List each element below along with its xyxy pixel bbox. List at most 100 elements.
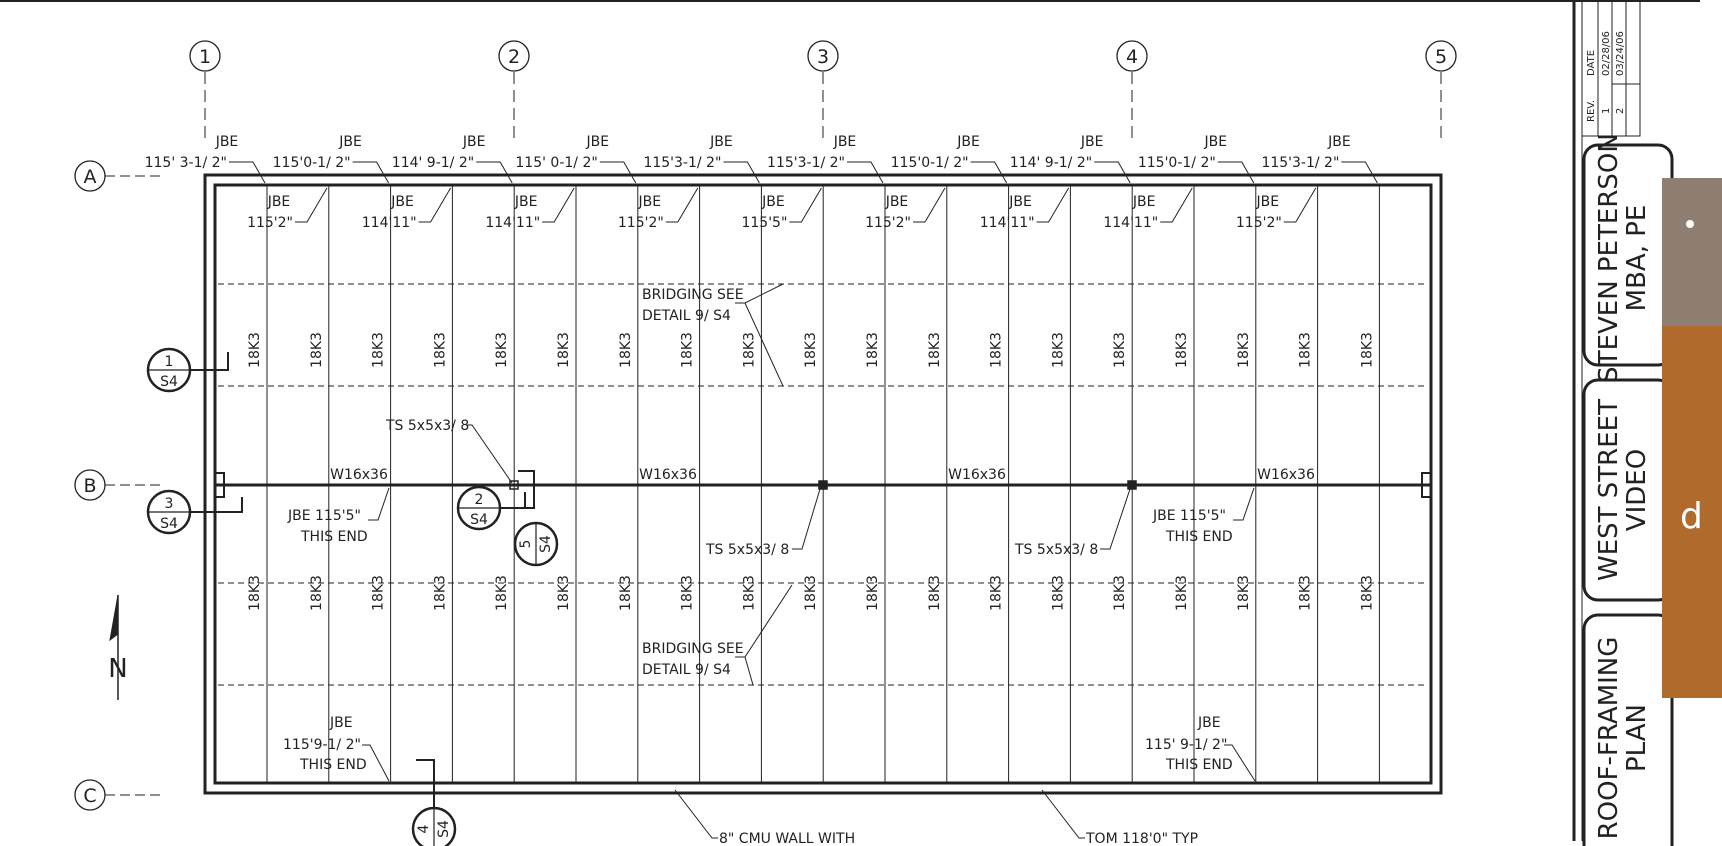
project-name-line2: VIDEO <box>1622 449 1652 531</box>
leader-line <box>229 161 266 184</box>
bottom-jbe-length: 115' 9-1/ 2" <box>1145 737 1227 753</box>
section-number: 4 <box>416 824 432 833</box>
grid-label-1: 1 <box>199 46 211 68</box>
leader-line <box>847 161 884 184</box>
section-cut-line <box>190 497 243 513</box>
ts-label: TS 5x5x3/ 8 <box>385 418 469 434</box>
bridging-note-lower: BRIDGING SEE DETAIL 9/ S4 <box>642 584 793 686</box>
grid-label-2: 2 <box>508 46 520 68</box>
beam-label: W16x36 <box>330 467 388 483</box>
leader-line <box>1217 161 1255 184</box>
section-marker-5[interactable]: 5 S4 <box>513 521 559 567</box>
leader-line <box>1160 187 1193 223</box>
jbe-this-end-right: JBE 115'5" THIS END <box>1152 487 1255 545</box>
north-label: N <box>108 654 127 684</box>
north-arrow: N <box>108 594 128 700</box>
joist-type: JBE <box>390 194 414 210</box>
joist-size-label: 18K3 <box>741 575 757 611</box>
joist-size-labels: 18K3 18K3 18K3 18K3 18K3 18K3 18K3 18K3 18K3 18K3… <box>247 332 1375 611</box>
joist-size-label: 18K3 <box>741 332 757 368</box>
rev-date: 02/28/06 <box>1601 31 1612 76</box>
joist-size-label: 18K3 <box>1298 332 1314 368</box>
bridging-note-line1: BRIDGING SEE <box>642 287 744 303</box>
section-marker-4[interactable]: 4 S4 <box>411 759 457 846</box>
joist-type: JBE <box>267 194 291 210</box>
joist-size-label: 18K3 <box>494 575 510 611</box>
bottom-jbe-note: THIS END <box>299 757 367 773</box>
section-sheet: S4 <box>436 820 452 838</box>
beam-label: W16x36 <box>639 467 697 483</box>
bottom-jbe-type: JBE <box>329 715 353 731</box>
section-cut-line <box>185 352 229 371</box>
inner-joist-callouts: JBE115'2"JBE114'11"JBE114'11"JBE115'2"JB… <box>247 187 1317 231</box>
joist-length: 115'0-1/ 2" <box>891 155 969 171</box>
north-arrow-head <box>109 594 119 642</box>
section-cut-line <box>518 470 535 509</box>
ts-label: TS 5x5x3/ 8 <box>705 542 789 558</box>
joist-size-label: 18K3 <box>1174 575 1190 611</box>
joist-size-label: 18K3 <box>1174 332 1190 368</box>
joist-length: 115'2" <box>1236 215 1282 231</box>
joist-length: 115' 3-1/ 2" <box>145 155 227 171</box>
joist-length: 114' 9-1/ 2" <box>392 155 474 171</box>
leader-line <box>1341 161 1378 184</box>
beam-label: W16x36 <box>948 467 1006 483</box>
joist-type: JBE <box>514 194 538 210</box>
joist-size-label: 18K3 <box>680 332 696 368</box>
grid-bubble-2 <box>498 40 530 72</box>
section-marker-2[interactable]: 2 S4 <box>456 470 535 531</box>
beam-bearing-left <box>215 472 225 498</box>
leader-line <box>1100 488 1131 550</box>
ts-label-right: TS 5x5x3/ 8 <box>1014 488 1131 558</box>
joist-length: 115'2" <box>618 215 664 231</box>
joist-size-label: 18K3 <box>927 575 943 611</box>
leader-line <box>1036 187 1070 223</box>
grid-bubble-4 <box>1116 40 1148 72</box>
side-tab-widget[interactable]: d <box>1662 178 1722 698</box>
beam-bearing-right <box>1421 472 1431 498</box>
joist-length: 115'0-1/ 2" <box>273 155 351 171</box>
sheet-title-line1: ROOF-FRAMING <box>1594 637 1624 840</box>
row-grid: A B C <box>74 160 165 811</box>
joist-size-label: 18K3 <box>1112 575 1128 611</box>
section-sheet: S4 <box>160 516 178 532</box>
section-number: 5 <box>518 540 534 549</box>
joist-size-label: 18K3 <box>1112 332 1128 368</box>
leader-line <box>674 789 718 839</box>
joist-size-label: 18K3 <box>865 575 881 611</box>
tom-note-text: TOM 118'0" TYP <box>1085 831 1198 846</box>
leader-line <box>362 744 390 782</box>
bridging-note-line2: DETAIL 9/ S4 <box>642 308 731 324</box>
column-ts-4 <box>1127 480 1137 490</box>
wall-note: 8" CMU WALL WITH <box>674 789 855 846</box>
joist-length: 115'5" <box>741 215 787 231</box>
joist-type: JBE <box>1327 134 1351 150</box>
joist-type: JBE <box>1132 194 1156 210</box>
section-marker-1[interactable]: 1 S4 <box>146 347 229 393</box>
section-marker-3[interactable]: 3 S4 <box>146 489 243 535</box>
beam-line-b <box>215 472 1431 498</box>
column-grid: 1 2 3 4 5 <box>189 40 1457 140</box>
joist-size-label: 18K3 <box>556 332 572 368</box>
side-tab-body <box>1662 326 1722 698</box>
ts-label-mid: TS 5x5x3/ 8 <box>705 488 821 558</box>
outer-wall <box>203 173 1443 795</box>
bottom-jbe-note: THIS END <box>1165 757 1233 773</box>
leader-line <box>599 161 637 184</box>
joist-length: 114'11" <box>485 215 540 231</box>
joist-size-label: 18K3 <box>865 332 881 368</box>
bridging-note-upper: BRIDGING SEE DETAIL 9/ S4 <box>642 283 784 387</box>
joist-size-label: 18K3 <box>618 575 634 611</box>
side-tab-dot <box>1686 220 1694 228</box>
leader-line <box>723 161 760 184</box>
section-number: 2 <box>475 492 484 508</box>
joist-type: JBE <box>1256 194 1280 210</box>
leader-line <box>913 187 946 223</box>
rev-number: 2 <box>1615 108 1626 114</box>
leader-line <box>744 302 784 387</box>
engineer-name: STEVEN PETERSON <box>1594 133 1624 383</box>
joist-size-label: 18K3 <box>1298 575 1314 611</box>
joist-size-label: 18K3 <box>1050 575 1066 611</box>
joist-type: JBE <box>1008 194 1032 210</box>
